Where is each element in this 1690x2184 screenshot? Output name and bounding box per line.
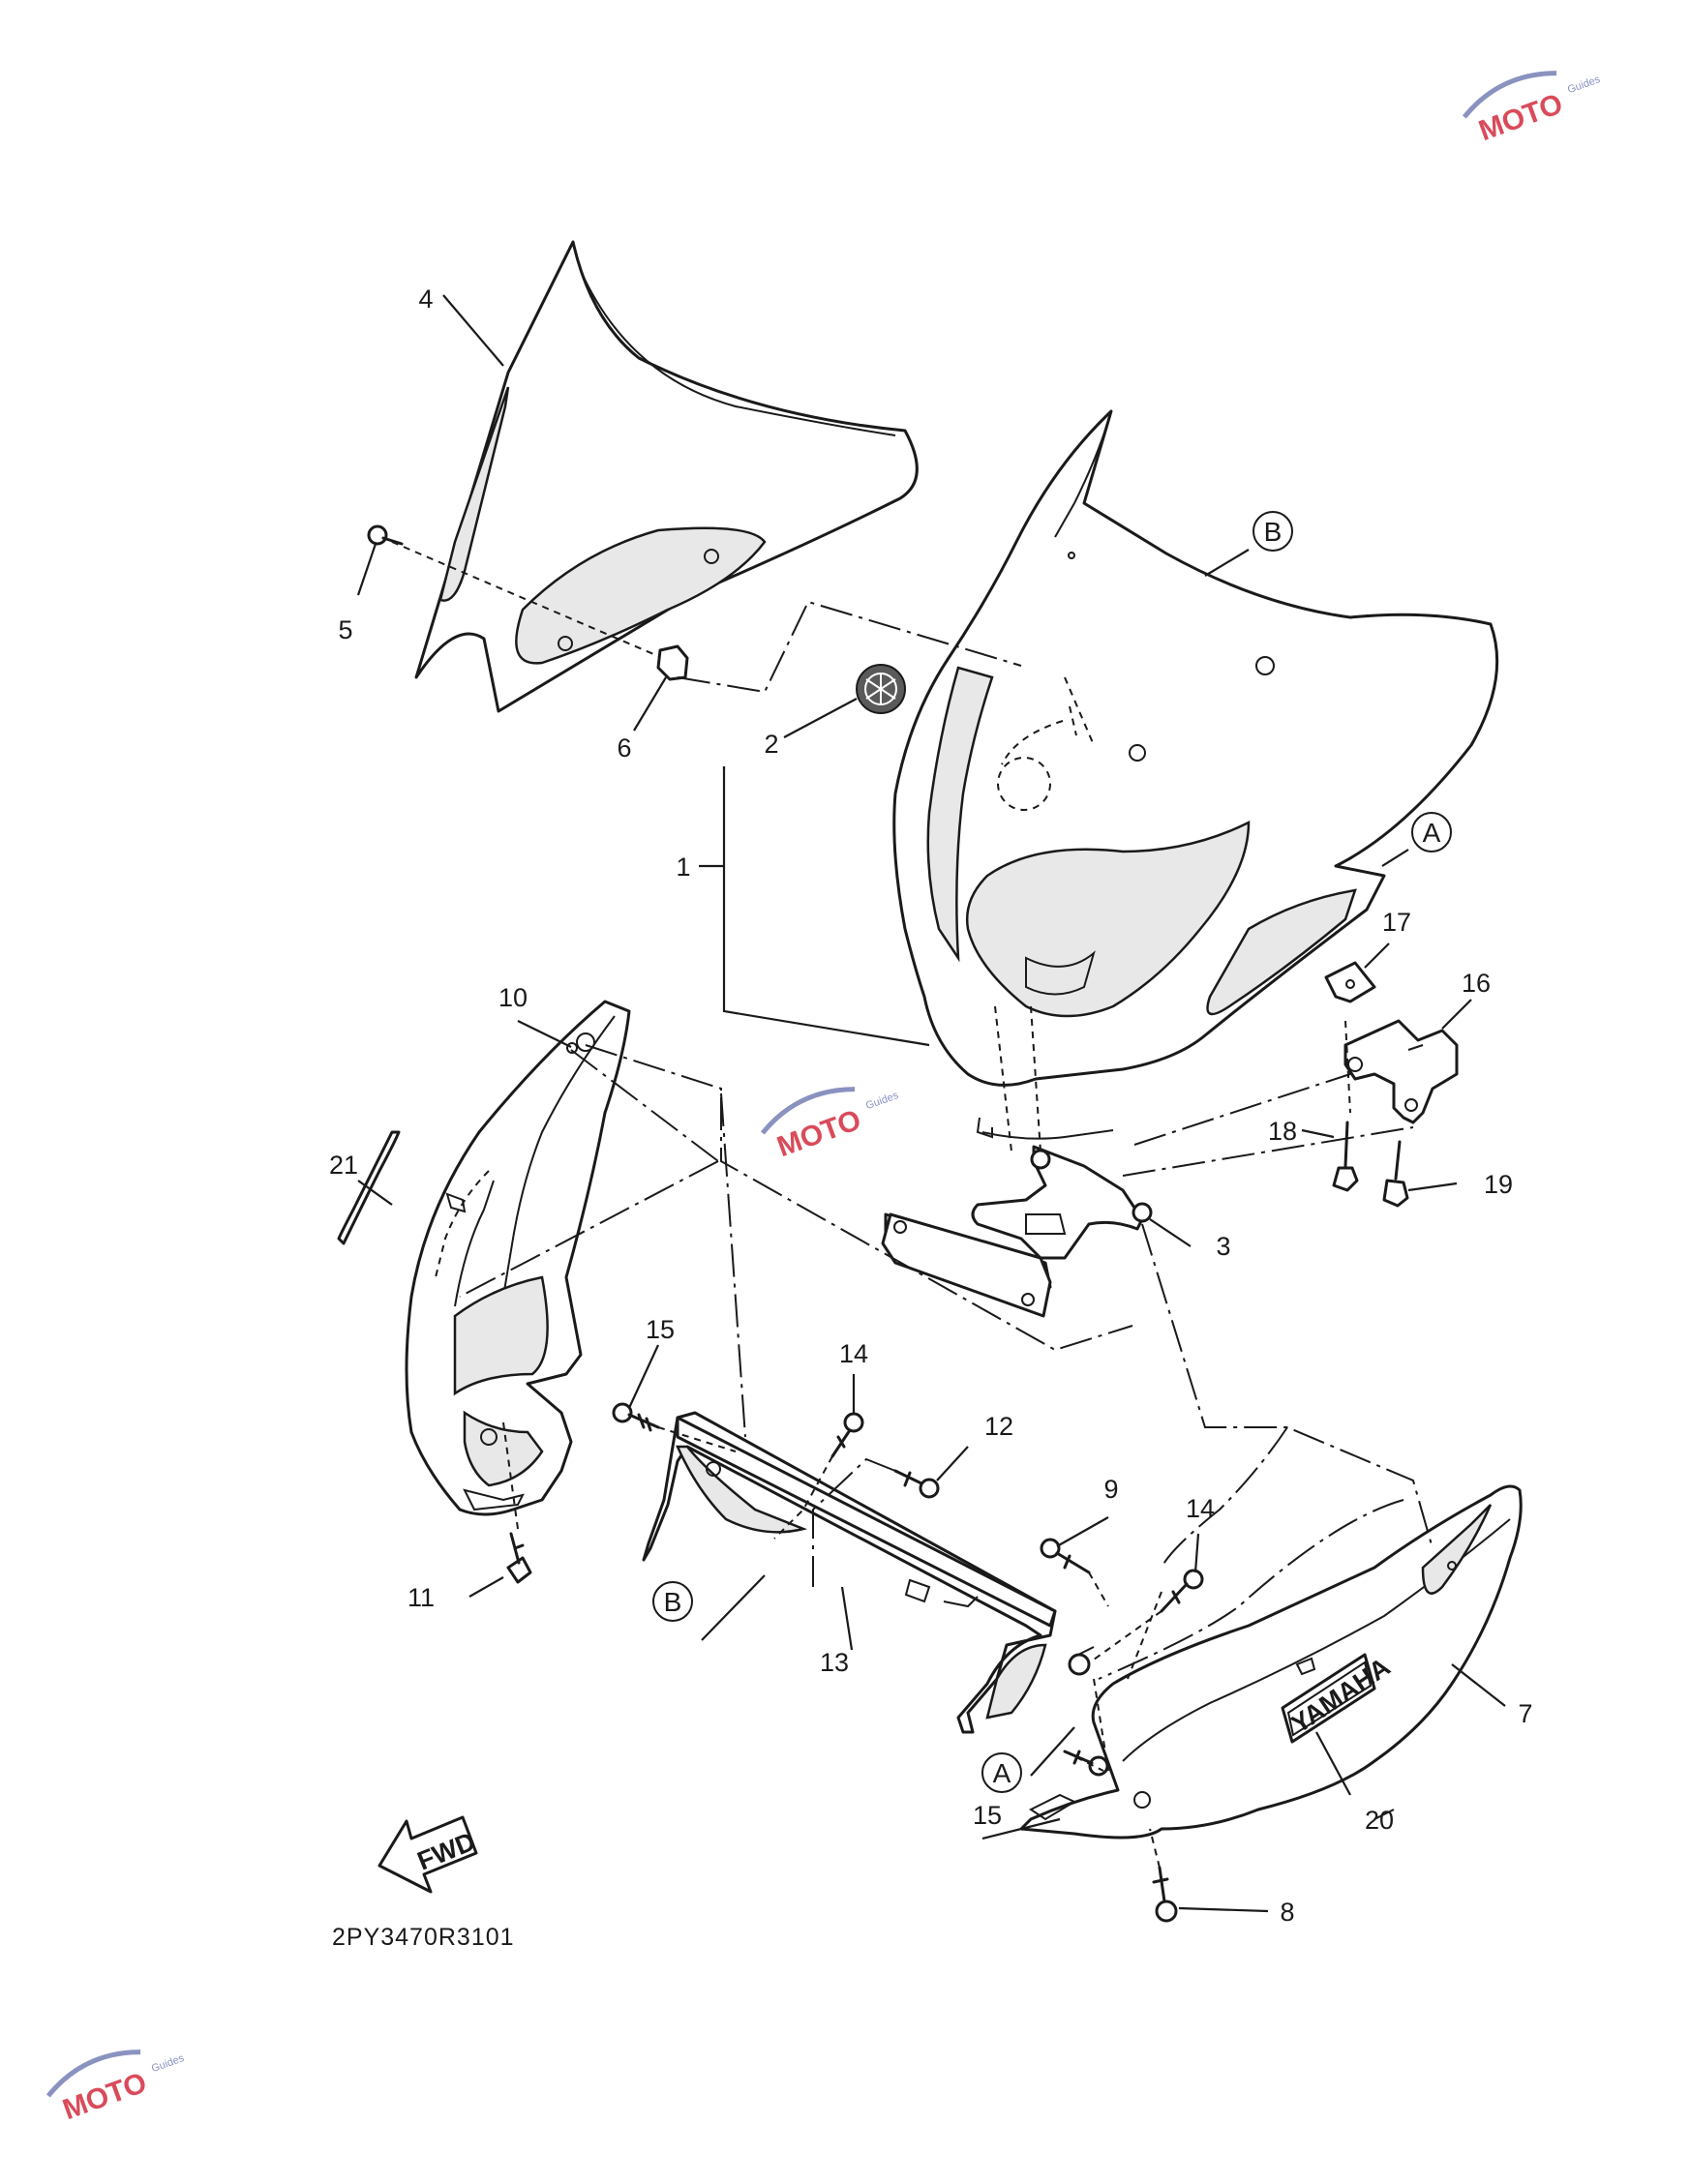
screw-part-14-lower	[1160, 1569, 1204, 1613]
nut-part-17	[1324, 961, 1376, 1003]
screw-part-9	[1040, 1538, 1091, 1574]
callout-14-lower: 14	[1186, 1494, 1215, 1523]
watermark-logo-top-right: MOTO Guides	[1462, 71, 1602, 147]
forward-direction-arrow: FWD	[377, 1815, 479, 1894]
screw-part-14-upper	[830, 1412, 864, 1458]
reference-A-bottom: A	[981, 1752, 1022, 1793]
callout-8: 8	[1280, 1898, 1294, 1927]
reference-circles: B A B A	[652, 511, 1452, 1793]
diagram-code: 2PY3470R3101	[332, 1924, 515, 1951]
callout-14-upper: 14	[839, 1339, 868, 1368]
callout-10: 10	[498, 983, 528, 1012]
screw-part-5	[367, 524, 404, 546]
stay-part-16	[1343, 1019, 1459, 1124]
reference-label: A	[993, 1758, 1011, 1788]
callout-20: 20	[1365, 1806, 1394, 1835]
watermark-sub: Guides	[1566, 74, 1602, 96]
reference-label: A	[1423, 818, 1441, 848]
callout-19: 19	[1484, 1170, 1513, 1199]
leader-lines	[356, 294, 1506, 1913]
emblem-part-2	[856, 664, 906, 714]
callout-4: 4	[418, 284, 433, 314]
watermark-logo-bottom-left: MOTO Guides	[45, 2049, 186, 2126]
reference-B-bottom: B	[652, 1581, 693, 1622]
cross-bracket-part-13	[642, 1411, 1095, 1734]
screw-part-15-lower	[1063, 1750, 1109, 1777]
callout-7: 7	[1518, 1699, 1532, 1728]
screw-part-15-upper	[612, 1402, 660, 1432]
bolt-part-18	[1332, 1121, 1359, 1192]
callout-16: 16	[1462, 969, 1491, 998]
nut-part-6	[656, 644, 689, 681]
callout-17: 17	[1382, 908, 1411, 937]
reference-B-top: B	[1252, 511, 1293, 552]
screw-part-8	[1152, 1866, 1178, 1923]
screw-part-12	[893, 1469, 940, 1499]
reference-label: B	[664, 1587, 682, 1617]
reference-A-top: A	[1411, 812, 1452, 853]
callout-numbers: 1 2 3 4 5 6 7 8 9 10 11 12 13 14 14 15 1…	[329, 284, 1533, 1927]
lower-cowl-part-7	[1019, 1484, 1523, 1840]
callout-9: 9	[1103, 1475, 1118, 1504]
callout-15-upper: 15	[646, 1315, 675, 1344]
callout-12: 12	[984, 1412, 1013, 1441]
callout-3: 3	[1216, 1232, 1230, 1261]
watermark-logo-center: MOTO Guides	[760, 1087, 900, 1163]
callout-5: 5	[338, 615, 352, 644]
front-cowl-part-1	[892, 409, 1499, 1140]
assembly-lines	[391, 541, 1433, 1869]
windscreen-part-4	[414, 240, 919, 713]
callout-18: 18	[1268, 1117, 1297, 1146]
watermark-sub: Guides	[864, 1090, 900, 1112]
screw-part-11	[506, 1532, 532, 1584]
bracket-part-3	[881, 1145, 1153, 1318]
bolt-part-19	[1382, 1140, 1409, 1208]
callout-6: 6	[617, 733, 631, 763]
callout-11: 11	[407, 1583, 435, 1612]
callout-1: 1	[676, 853, 690, 882]
watermark-sub: Guides	[150, 2052, 186, 2075]
callout-15-lower: 15	[973, 1801, 1002, 1830]
callout-13: 13	[820, 1648, 849, 1677]
left-panel-part-10	[405, 1000, 631, 1516]
reference-label: B	[1264, 517, 1283, 547]
callout-2: 2	[764, 730, 778, 759]
callout-21: 21	[329, 1151, 358, 1180]
